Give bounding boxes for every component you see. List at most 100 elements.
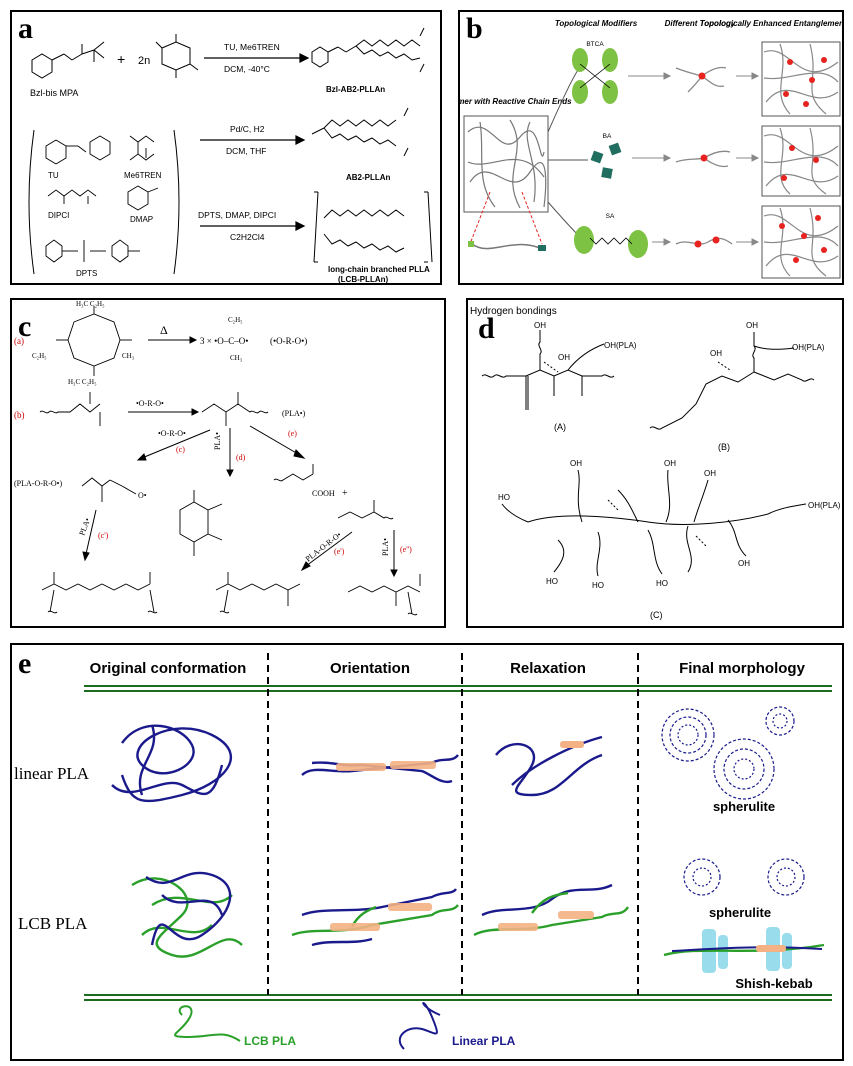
column-header-original: Original conformation <box>90 660 247 677</box>
modifier-ba-label: BA <box>603 133 612 140</box>
peroxide-ring <box>56 306 132 376</box>
legend-lcb-icon <box>174 1005 241 1042</box>
panel-a-label: a <box>18 12 33 45</box>
network-box-3 <box>761 205 841 279</box>
reaction-arrow-1 <box>204 53 310 63</box>
bottom-divider <box>84 994 832 1001</box>
arrows-to-topology <box>628 72 672 246</box>
column-header-final: Final morphology <box>679 660 805 677</box>
arrows-to-network <box>736 72 760 246</box>
radical-short: (•O-R-O•) <box>270 336 307 346</box>
step1-conditions-top: TU, Me6TREN <box>224 42 280 52</box>
column-header-orientation: Orientation <box>330 660 410 677</box>
product-3-structure <box>313 191 433 263</box>
panel-c: c (a) H₃C C₂H₅ C₂H₅ CH₃ H₃C C₂H₅ Δ 3 × •… <box>10 298 446 628</box>
panel-d-title: Hydrogen bondings <box>470 306 557 317</box>
lcb-orientation-bar-2 <box>388 903 432 911</box>
legend-linear-icon <box>398 1001 441 1050</box>
lcb-original-tangle <box>131 871 243 958</box>
ho-c-3: HO <box>592 581 604 590</box>
pla-o-r-o-label: (PLA-O-R-O•) <box>14 479 62 488</box>
linear-orientation-chains <box>301 754 459 784</box>
shish-kebab-label: Shish-kebab <box>735 976 812 991</box>
arrow-d <box>226 428 234 478</box>
reaction-arrow-3 <box>200 221 306 231</box>
linear-original-tangle <box>111 724 233 803</box>
structure-c <box>501 469 807 577</box>
modifier-btca-label: BTCA <box>586 41 604 48</box>
connector-sa <box>547 201 581 238</box>
step-c: (c) <box>176 445 185 454</box>
plus-sign: + <box>117 51 125 67</box>
arrow-b <box>128 408 200 416</box>
final-product-c-prime <box>41 572 158 614</box>
oh-b-2: OH <box>710 349 722 358</box>
row-label-lcb: LCB PLA <box>18 914 88 933</box>
linear-relaxation-bar <box>560 741 584 748</box>
panel-d-label: d <box>478 312 495 345</box>
arrow-a <box>148 336 198 344</box>
me6tren-structure <box>129 135 155 161</box>
radical-label-b: •O-R-O• <box>136 399 164 408</box>
step-a: (a) <box>14 336 24 346</box>
panel-c-scheme: (a) H₃C C₂H₅ C₂H₅ CH₃ H₃C C₂H₅ Δ 3 × •O–… <box>14 300 421 616</box>
sublabel-b: (B) <box>718 442 730 452</box>
sublabel-c: (C) <box>650 610 663 620</box>
sublabel-a: (A) <box>554 422 566 432</box>
topology-branch-node <box>700 154 708 162</box>
modifier-sa-label: SA <box>606 213 615 220</box>
pla-radical-b-label: (PLA•) <box>282 409 306 418</box>
final-product-e-double-prime <box>347 574 421 616</box>
catalyst-me6tren: Me6TREN <box>124 171 162 180</box>
oh-a-1: OH <box>534 321 546 330</box>
radical-dot-c: O• <box>138 491 147 500</box>
oh-c-2: OH <box>664 459 676 468</box>
panel-c-label: c <box>18 310 32 343</box>
legend-lcb-label: LCB PLA <box>244 1034 296 1048</box>
pla-dot-d: PLA• <box>213 432 222 450</box>
step2-conditions-bottom: DCM, THF <box>226 146 266 156</box>
spherulite-label-1: spherulite <box>713 799 775 814</box>
reagent-1-label: Bzl-bis MPA <box>30 88 78 98</box>
panel-d-scheme: Hydrogen bondings OH OH(PLA) OH (A) OH O… <box>470 306 841 620</box>
pla-dot-c-prime: PLA• <box>77 517 92 537</box>
structure-e-radical <box>337 500 394 520</box>
ring-bottom-sub: H₃C C₂H₅ <box>68 378 97 386</box>
lcb-relaxation-chains <box>473 883 630 937</box>
spherulite-large-2 <box>713 738 775 800</box>
bracket-left <box>28 129 35 275</box>
topology-star-node <box>698 72 706 80</box>
final-product-e-prime <box>215 572 301 614</box>
ring-right-sub: CH₃ <box>122 352 135 360</box>
step-c-prime: (c') <box>98 531 109 540</box>
step2-conditions-top: Pd/C, H2 <box>230 124 265 134</box>
structure-b <box>649 332 815 430</box>
ho-c-1: HO <box>498 493 510 502</box>
panel-a-scheme: Bzl-bis MPA + 2n TU, Me6TREN DCM, -40°C … <box>28 27 433 283</box>
dipci-structure <box>47 189 97 204</box>
spherulite-lcb-1 <box>683 858 721 896</box>
linear-orientation-bar-1 <box>336 763 386 771</box>
product-1-label: Bzl-AB2-PLLAn <box>326 85 385 94</box>
row-label-linear: linear PLA <box>14 764 90 783</box>
ring-top-sub: H₃C C₂H₅ <box>76 300 105 308</box>
header-network: Topologically Enhanced Entanglement Netw… <box>700 19 844 28</box>
modifier-sa <box>574 226 648 258</box>
topology-linear-node-1 <box>694 240 702 248</box>
catalyst-dmap: DMAP <box>130 215 153 224</box>
lcb-relaxation-bar-2 <box>558 911 594 919</box>
step3-conditions-top: DPTS, DMAP, DIPCI <box>198 210 276 220</box>
product-3-label-line1: long-chain branched PLLA <box>328 265 430 274</box>
column-dividers <box>267 653 639 995</box>
topology-linear-node-2 <box>712 236 720 244</box>
oh-pla-b: OH(PLA) <box>792 343 825 352</box>
top-divider <box>84 685 832 692</box>
step3-conditions-bottom: C2H2Cl4 <box>230 232 265 242</box>
cooh-label: COOH <box>312 489 335 498</box>
oh-c-4: OH <box>738 559 750 568</box>
dmap-structure <box>127 185 159 211</box>
ho-c-2: HO <box>546 577 558 586</box>
oh-c-3: OH <box>704 469 716 478</box>
reaction-arrow-2 <box>200 135 306 145</box>
step-e-double-prime: (e'') <box>400 545 412 554</box>
